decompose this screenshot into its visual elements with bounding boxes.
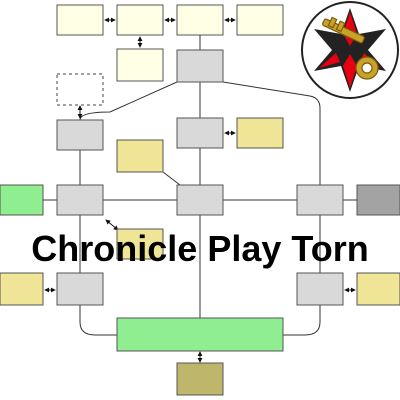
room-box-r7: [56, 73, 104, 106]
room-box-r1: [56, 4, 104, 36]
page-title: Chronicle Play Torn: [31, 228, 369, 269]
exit-arrows: [44, 17, 356, 363]
room-box-r20: [296, 272, 344, 306]
room-box-r9: [176, 117, 224, 149]
room-box-r2: [116, 4, 164, 36]
room-box-r21: [356, 272, 400, 306]
room-box-r10: [236, 117, 284, 149]
room-box-r14: [176, 184, 224, 216]
key-icon: [322, 16, 379, 80]
room-box-r23: [176, 362, 224, 396]
room-box-r6: [176, 49, 224, 83]
room-box-r12: [0, 184, 44, 216]
compass-star-shape: [314, 8, 386, 92]
room-box-r18: [0, 272, 44, 306]
room-box-r5: [116, 48, 164, 82]
room-box-r15: [296, 184, 344, 216]
room-box-r16: [356, 184, 400, 216]
compass-red-point-bottom: [343, 54, 357, 88]
room-box-r4: [236, 4, 284, 36]
rooms: [0, 4, 400, 396]
compass-red-point-left: [319, 53, 340, 68]
room-box-r22: [116, 317, 284, 352]
room-box-r19: [56, 272, 104, 306]
compass-key-emblem: [301, 1, 399, 99]
room-box-r13: [56, 184, 104, 216]
room-box-r11: [116, 139, 164, 173]
room-box-r17: [116, 228, 164, 260]
room-box-r8: [56, 119, 104, 151]
room-box-r3: [176, 4, 224, 36]
